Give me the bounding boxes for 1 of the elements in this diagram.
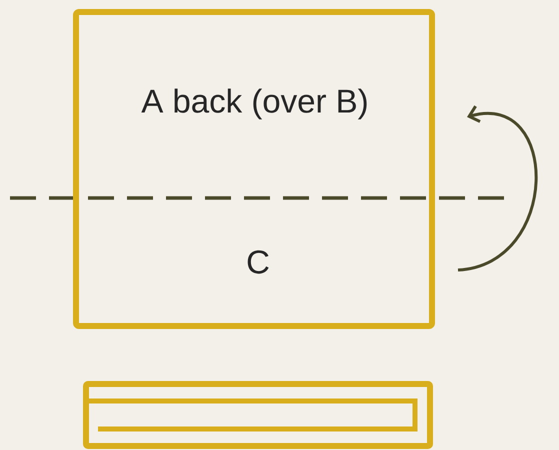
folding-square: A back (over B) C	[73, 9, 435, 329]
